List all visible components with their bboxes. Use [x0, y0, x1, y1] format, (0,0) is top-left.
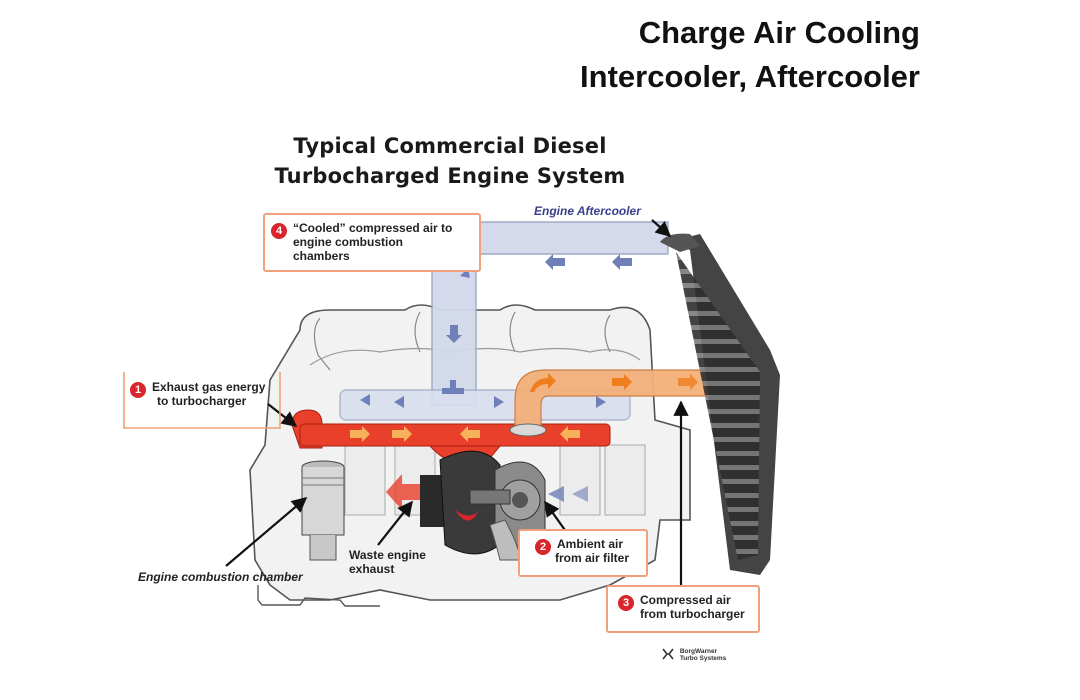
callout-4-line1: “Cooled” compressed air to: [293, 221, 453, 235]
label-waste-engine-exhaust-line2: exhaust: [349, 562, 395, 576]
label-waste-engine-exhaust-line1: Waste engine: [349, 548, 426, 562]
callout-1-line1: Exhaust gas energy: [152, 380, 266, 394]
callout-3-line1: Compressed air: [640, 593, 731, 607]
callout-4-line2: engine combustion: [293, 235, 404, 249]
callout1-bracket: [123, 372, 281, 429]
callout-1-line2: to turbocharger: [157, 394, 247, 408]
cooled-air-flow-arrows: [360, 254, 632, 502]
aftercooler-core: [660, 233, 780, 575]
label-engine-combustion-chamber: Engine combustion chamber: [138, 570, 303, 584]
callout-4-badge: 4: [271, 223, 287, 239]
label-engine-aftercooler: Engine Aftercooler: [534, 204, 641, 218]
callout-4: 4 “Cooled” compressed air to engine comb…: [263, 213, 481, 272]
callout-2-line2: from air filter: [555, 551, 630, 565]
exhaust-flow-arrows: [350, 426, 580, 442]
logo-line1: BorgWarner: [679, 648, 718, 655]
borgwarner-logo-icon: [662, 648, 674, 660]
callout-2: 2 Ambient air from air filter: [518, 529, 648, 577]
callout-3-badge: 3: [618, 595, 634, 611]
callout-1-badge: 1: [130, 382, 146, 398]
compressed-air-flow-arrows: [530, 373, 698, 392]
combustion-chamber-piston: [301, 460, 345, 561]
figure-title-line2: Turbocharged Engine System: [274, 164, 626, 188]
borgwarner-logo: BorgWarner Turbo Systems: [662, 648, 726, 662]
slide-title-line1: Charge Air Cooling: [638, 15, 920, 50]
label-waste-engine-exhaust: Waste engine exhaust: [349, 548, 426, 576]
figure-title-line1: Typical Commercial Diesel: [293, 134, 607, 158]
callout-4-line3: chambers: [293, 249, 350, 263]
callout-3: 3 Compressed air from turbocharger: [606, 585, 760, 633]
callout-2-badge: 2: [535, 539, 551, 555]
logo-line2: Turbo Systems: [679, 655, 727, 662]
slide-title-line2: Intercooler, Aftercooler: [580, 59, 920, 94]
waste-exhaust-arrow: [386, 474, 420, 510]
callout-1: 1 Exhaust gas energy to turbocharger: [124, 372, 280, 426]
turbocharger: [420, 450, 546, 561]
callout-2-line1: Ambient air: [557, 537, 624, 551]
callout-3-line2: from turbocharger: [640, 607, 745, 621]
